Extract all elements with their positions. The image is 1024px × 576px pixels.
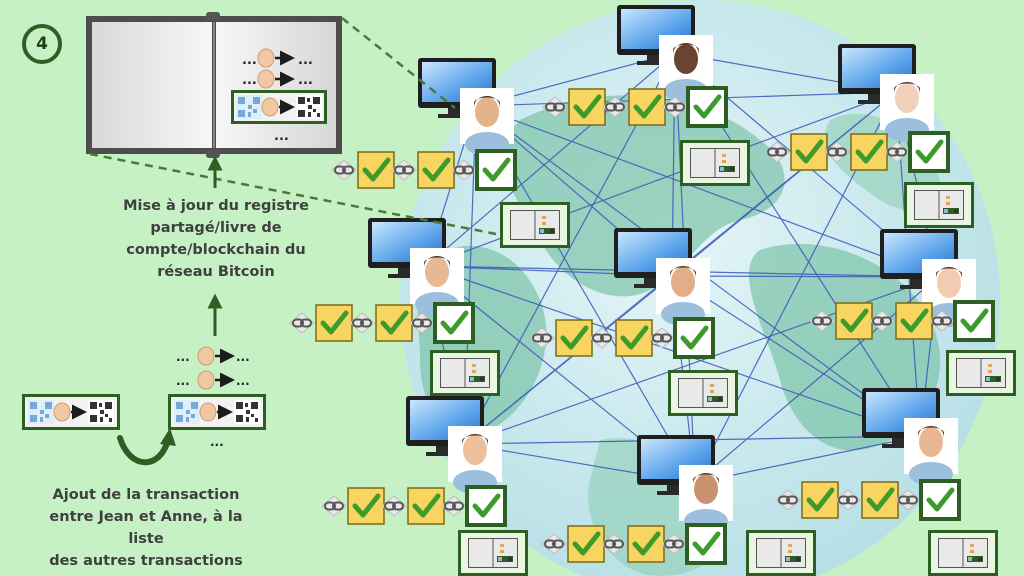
- ellipsis-text: ...: [274, 129, 289, 144]
- checkmark-block-icon: [896, 303, 932, 339]
- blockchain-chain: [809, 300, 995, 342]
- chain-link-icon: [349, 312, 375, 334]
- ledger-book-icon: [680, 140, 750, 186]
- blockchain-chain: [321, 485, 507, 527]
- chain-link-icon: [321, 495, 347, 517]
- ledger-book-icon: [746, 530, 816, 576]
- blockchain-chain: [529, 317, 715, 359]
- network-link: [475, 105, 939, 278]
- user-avatar-icon: [679, 465, 733, 533]
- ellipsis-text: ...: [298, 53, 313, 68]
- checkmark-block-icon: [418, 152, 454, 188]
- ledger-book-icon: [430, 350, 500, 396]
- caption-line: partagé/livre de: [150, 220, 282, 236]
- checkmark-block-icon: [629, 89, 665, 125]
- network-node: [529, 228, 738, 416]
- checkmark-block-icon: [908, 131, 950, 173]
- caption-line: des autres transactions: [49, 553, 243, 569]
- ledger-update-caption: Mise à jour du registre partagé/livre de…: [108, 195, 324, 283]
- ellipsis-text: ...: [236, 374, 250, 388]
- checkmark-block-icon: [569, 89, 605, 125]
- checkmark-block-icon: [802, 482, 838, 518]
- checkmark-block-icon: [791, 134, 827, 170]
- ledger-book-icon: [500, 202, 570, 248]
- checkmark-block-icon: [851, 134, 887, 170]
- checkmark-block-icon: [568, 526, 604, 562]
- ledger-book-icon: ... ... ... ... ...: [86, 12, 342, 158]
- checkmark-block-icon: [433, 302, 475, 344]
- chain-link-icon: [441, 495, 467, 517]
- ellipsis-text: ...: [236, 350, 250, 364]
- network-node: [289, 218, 500, 396]
- ledger-book-icon: [904, 182, 974, 228]
- ellipsis-text: ...: [242, 53, 257, 68]
- caption-line: réseau Bitcoin: [157, 264, 275, 280]
- zoom-line: [341, 17, 456, 109]
- checkmark-block-icon: [953, 300, 995, 342]
- network-node: [541, 435, 816, 576]
- checkmark-block-icon: [673, 317, 715, 359]
- transaction-list: ... ... ... ... ...: [168, 346, 266, 449]
- checkmark-block-icon: [836, 303, 872, 339]
- ellipsis-text: ...: [176, 350, 190, 364]
- network-node: [331, 58, 570, 248]
- blockchain-chain: [331, 149, 517, 191]
- network-node: [542, 5, 750, 186]
- checkmark-block-icon: [408, 488, 444, 524]
- chain-link-icon: [331, 159, 357, 181]
- blockchain-chain: [289, 302, 475, 344]
- checkmark-block-icon: [685, 523, 727, 565]
- caption-line: compte/blockchain du: [126, 242, 306, 258]
- curved-arrow-icon: [117, 428, 176, 466]
- caption-line: Mise à jour du registre: [123, 198, 309, 214]
- transaction-block: [22, 394, 120, 430]
- checkmark-block-icon: [616, 320, 652, 356]
- checkmark-block-icon: [348, 488, 384, 524]
- user-avatar-icon: [460, 88, 514, 156]
- ellipsis-text: ...: [242, 73, 257, 88]
- ellipsis-text: ...: [298, 73, 313, 88]
- blockchain-chain: [541, 523, 727, 565]
- network-node: [809, 229, 1016, 396]
- checkmark-block-icon: [919, 479, 961, 521]
- chain-link-icon: [391, 159, 417, 181]
- checkmark-block-icon: [358, 152, 394, 188]
- network-node: [321, 396, 528, 576]
- network-node: [764, 44, 974, 228]
- checkmark-block-icon: [475, 149, 517, 191]
- checkmark-block-icon: [556, 320, 592, 356]
- ledger-book-icon: [668, 370, 738, 416]
- ellipsis-text: ...: [176, 374, 190, 388]
- step-number-icon: 4: [22, 24, 62, 64]
- computer-monitor-icon: [862, 388, 940, 448]
- checkmark-block-icon: [686, 86, 728, 128]
- ledger-book-icon: [458, 530, 528, 576]
- chain-link-icon: [381, 495, 407, 517]
- checkmark-block-icon: [376, 305, 412, 341]
- network-nodes: [289, 5, 1016, 576]
- checkmark-block-icon: [628, 526, 664, 562]
- user-avatar-icon: [904, 418, 958, 486]
- ledger-book-icon: [946, 350, 1016, 396]
- checkmark-block-icon: [862, 482, 898, 518]
- blockchain-chain: [542, 86, 728, 128]
- blockchain-chain: [775, 479, 961, 521]
- transaction-added-caption: Ajout de la transaction entre Jean et An…: [40, 484, 252, 572]
- network-link: [463, 275, 673, 445]
- checkmark-block-icon: [465, 485, 507, 527]
- user-avatar-icon: [656, 258, 710, 326]
- chain-link-icon: [289, 312, 315, 334]
- ledger-book-icon: [928, 530, 998, 576]
- blockchain-chain: [764, 131, 950, 173]
- network-node: [775, 388, 998, 576]
- caption-line: Ajout de la transaction: [52, 487, 240, 503]
- ellipsis-text: ...: [210, 435, 224, 449]
- user-avatar-icon: [448, 426, 502, 494]
- checkmark-block-icon: [316, 305, 352, 341]
- caption-line: entre Jean et Anne, à la liste: [49, 509, 243, 547]
